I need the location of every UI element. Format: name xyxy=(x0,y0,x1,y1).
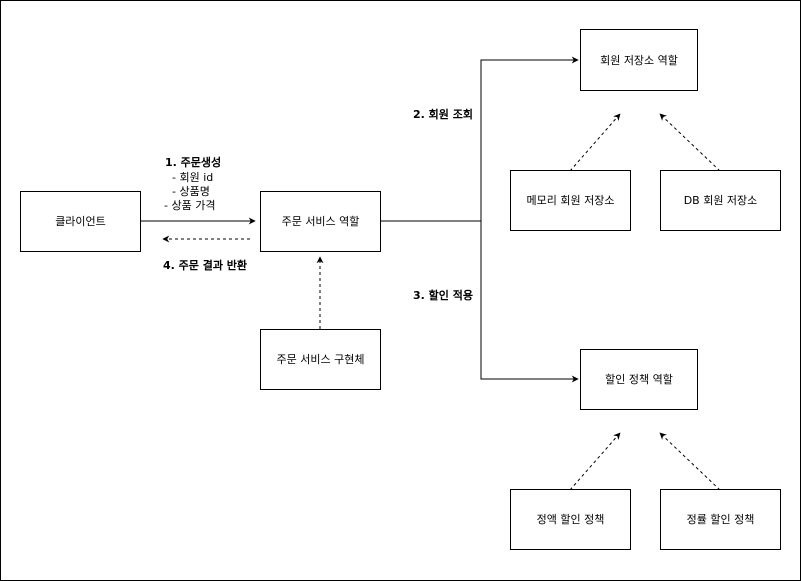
node-order-service-impl-label: 주문 서비스 구현체 xyxy=(277,353,365,366)
node-client-label: 클라이언트 xyxy=(55,215,106,228)
node-rate-discount-label: 정률 할인 정책 xyxy=(687,513,755,526)
node-fixed-discount-label: 정액 할인 정책 xyxy=(537,513,605,526)
edge-memory-repo-impl xyxy=(569,113,621,172)
edge-apply-discount xyxy=(480,221,579,383)
node-order-service-impl: 주문 서비스 구현체 xyxy=(260,329,381,390)
node-order-service-label: 주문 서비스 역할 xyxy=(282,215,360,228)
node-client: 클라이언트 xyxy=(20,191,141,252)
node-discount-policy: 할인 정책 역할 xyxy=(580,349,698,410)
edge-db-repo-impl xyxy=(659,113,721,172)
edge-label-apply-discount: 3. 할인 적용 xyxy=(413,288,473,302)
node-discount-policy-label: 할인 정책 역할 xyxy=(605,373,673,386)
node-rate-discount: 정률 할인 정책 xyxy=(660,489,781,550)
edge-label-return-result: 4. 주문 결과 반환 xyxy=(163,258,247,272)
edge-fixed-discount-impl xyxy=(569,432,621,491)
node-memory-member-repo: 메모리 회원 저장소 xyxy=(510,170,631,231)
edge-label-create-order: 1. 주문생성 xyxy=(165,155,221,169)
node-fixed-discount: 정액 할인 정책 xyxy=(510,489,631,550)
node-member-repo: 회원 저장소 역할 xyxy=(580,29,698,91)
edge-param-member-id: - 회원 id xyxy=(172,171,213,184)
node-db-member-repo: DB 회원 저장소 xyxy=(660,170,781,231)
node-order-service: 주문 서비스 역할 xyxy=(260,191,381,252)
node-member-repo-label: 회원 저장소 역할 xyxy=(600,54,678,67)
node-db-member-repo-label: DB 회원 저장소 xyxy=(684,194,758,207)
edge-lookup-member xyxy=(380,56,579,222)
edge-rate-discount-impl xyxy=(659,432,721,491)
edge-label-lookup-member: 2. 회원 조회 xyxy=(413,107,473,121)
node-memory-member-repo-label: 메모리 회원 저장소 xyxy=(527,194,615,207)
edge-param-product-name: - 상품명 xyxy=(172,185,210,198)
edge-param-product-price: - 상품 가격 xyxy=(164,199,215,212)
